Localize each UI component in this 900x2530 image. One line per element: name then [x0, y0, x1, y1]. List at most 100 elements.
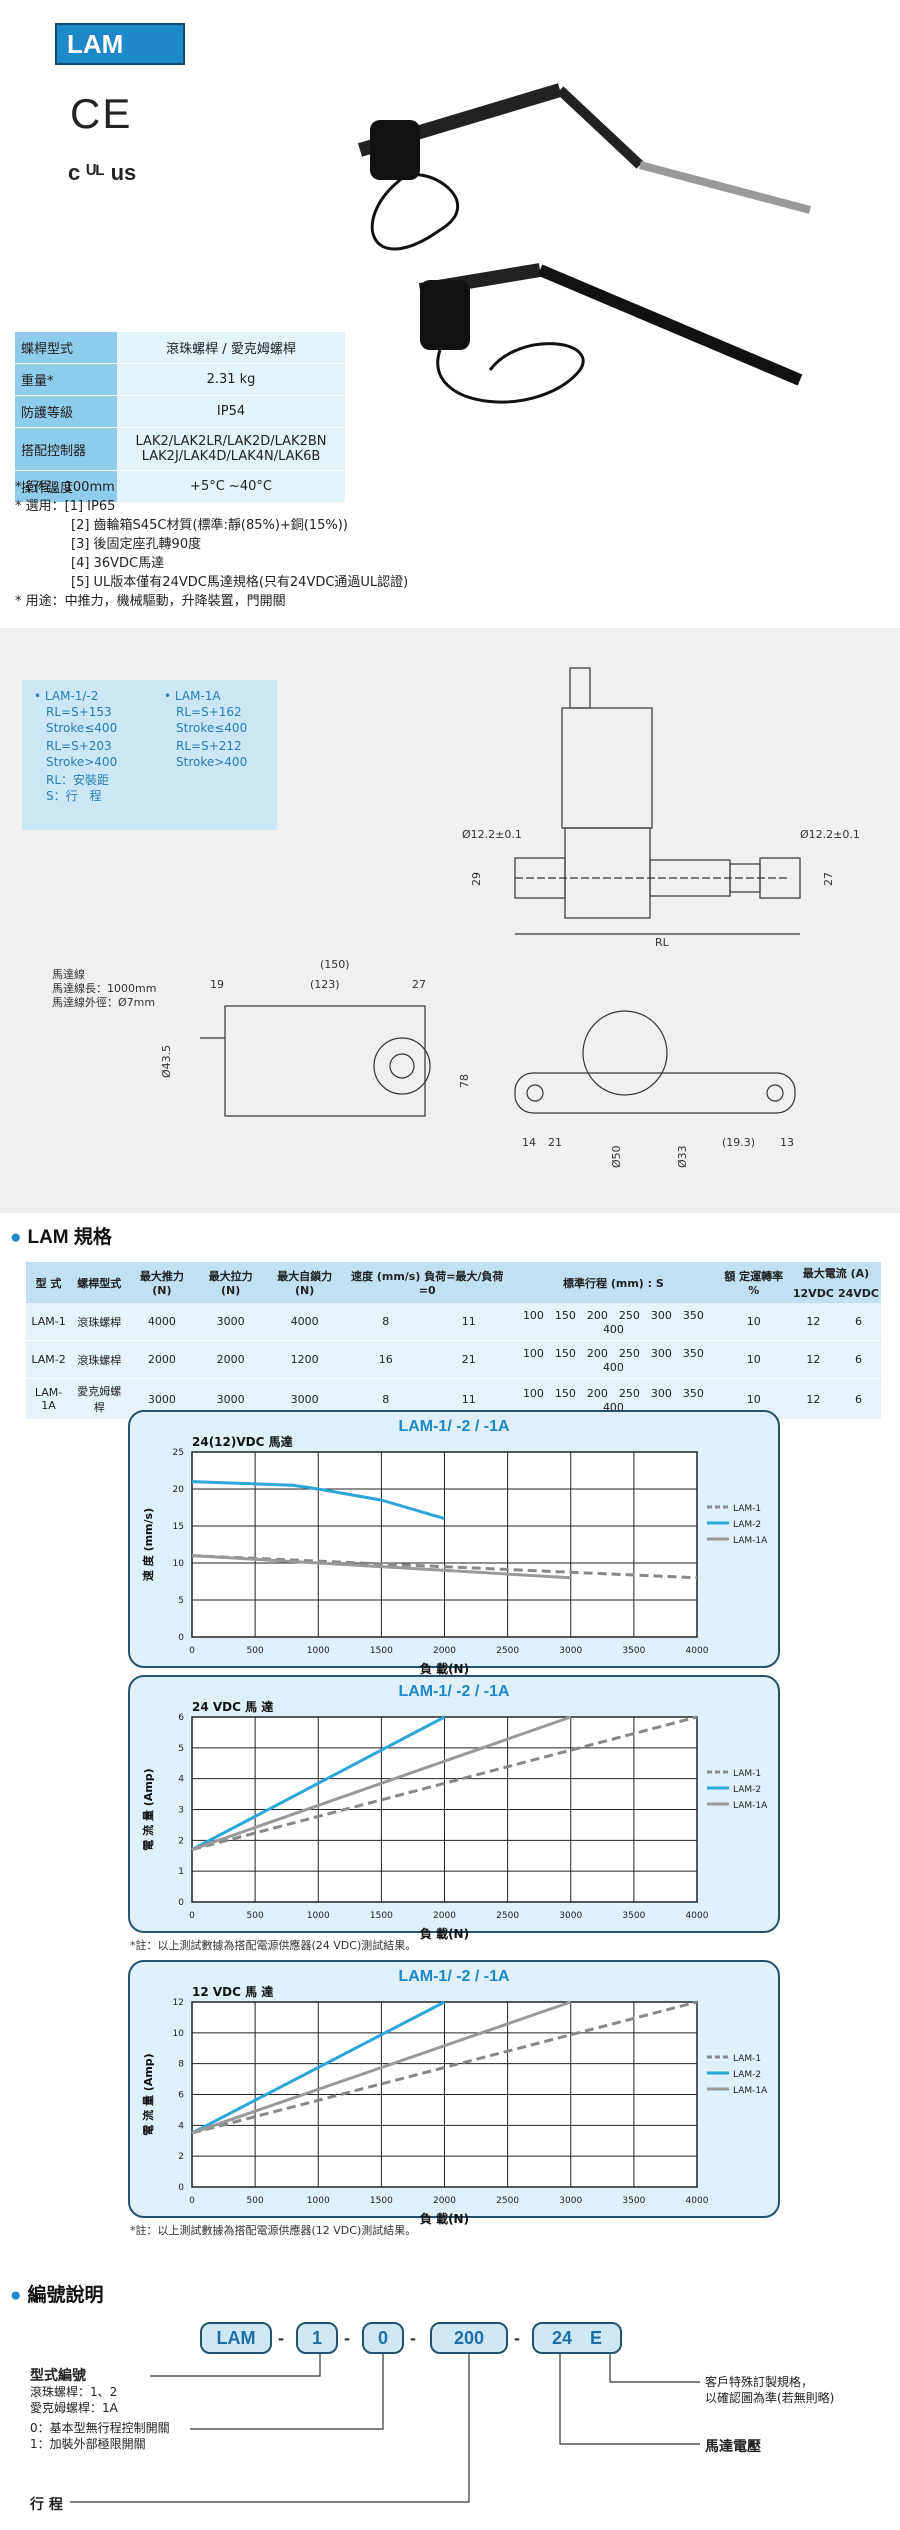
chart-footnote: *註：以上測試數據為搭配電源供應器(12 VDC)測試結果。: [130, 2224, 417, 2237]
y-tick-label: 2: [178, 2152, 184, 2162]
rl-text: RL：安裝距: [46, 773, 110, 787]
col-header: 螺桿型式: [71, 1262, 128, 1303]
desc-model-title: 型式編號: [30, 2368, 86, 2384]
note-line: * 用途：中推力，機械驅動，升降裝置，門開關: [15, 594, 286, 609]
x-tick-label: 1500: [370, 1646, 393, 1656]
x-tick-label: 2000: [433, 1911, 456, 1921]
cell-speed: 16: [344, 1340, 428, 1379]
rl-text: S：行 程: [46, 789, 102, 803]
chart-title: LAM-1/ -2 / -1A: [398, 1968, 510, 1985]
cell-model: LAM-2: [26, 1340, 72, 1379]
chart-footnote: *註：以上測試數據為搭配電源供應器(24 VDC)測試結果。: [130, 1939, 417, 1952]
col-header: 額 定運轉率 %: [716, 1262, 791, 1303]
dim-21: 21: [548, 1136, 562, 1149]
spec-label: 操作溫度: [15, 470, 117, 503]
legend-label: LAM-2: [733, 1520, 761, 1530]
x-tick-label: 0: [189, 1911, 195, 1921]
x-tick-label: 500: [247, 2196, 264, 2206]
spec-label: 蝶桿型式: [15, 332, 117, 364]
desc-custom-line: 以確認圖為準(若無則略): [705, 2391, 835, 2405]
series-line-lam-2: [191, 1715, 446, 1851]
desc-stroke: 行 程: [30, 2497, 63, 2513]
dim-rl: RL: [655, 936, 670, 949]
code-dash: -: [514, 2328, 520, 2348]
desc-switch-line: 0：基本型無行程控制開關: [30, 2421, 170, 2435]
spec-label: 重量*: [15, 363, 117, 396]
cell-current: 12: [790, 1378, 836, 1420]
x-tick-label: 3000: [559, 1646, 582, 1656]
lam-spec-table: 型 式 螺桿型式 最大推力 (N) 最大拉力 (N) 最大自鎖力 (N) 速度 …: [26, 1262, 881, 1420]
x-tick-label: 1500: [370, 2196, 393, 2206]
desc-model-line: 愛克姆螺桿：1A: [30, 2401, 118, 2415]
legend-label: LAM-1A: [733, 1801, 768, 1811]
y-tick-label: 5: [178, 1596, 184, 1606]
desc-switch-line: 1：加裝外部極限開關: [30, 2437, 146, 2451]
col-header: 型 式: [26, 1262, 72, 1303]
cell-speed: 21: [427, 1340, 511, 1379]
y-tick-label: 6: [178, 1713, 184, 1723]
y-axis-label: 速 度 (mm/s): [141, 1508, 155, 1581]
spec-value: LAK2/LAK2LR/LAK2D/LAK2BN LAK2J/LAK4D/LAK…: [117, 427, 345, 471]
chart-subtitle: 24 VDC 馬 達: [192, 1699, 273, 1714]
code-dash: -: [410, 2328, 416, 2348]
y-tick-label: 25: [173, 1448, 184, 1458]
legend-label: LAM-2: [733, 1785, 761, 1795]
desc-model: 型式編號 滾珠螺桿：1、2 愛克姆螺桿：1A: [30, 2368, 118, 2416]
legend-label: LAM-2: [733, 2070, 761, 2080]
x-tick-label: 1000: [307, 1646, 330, 1656]
legend-label: LAM-1A: [733, 2086, 768, 2096]
x-tick-label: 3500: [622, 1646, 645, 1656]
dim-27b: 27: [412, 978, 426, 991]
spec-value: 滾珠螺桿 / 愛克姆螺桿: [117, 332, 345, 364]
y-tick-label: 15: [173, 1522, 184, 1532]
x-tick-label: 3000: [559, 1911, 582, 1921]
dim-50: Ø50: [610, 1145, 623, 1168]
y-tick-label: 0: [178, 1633, 184, 1643]
note-line: * 行程：100mm: [15, 480, 115, 495]
code-section-title: 編號說明: [27, 2285, 104, 2306]
technical-drawing: Ø12.2±0.1 Ø12.2±0.1 29 27 RL 馬達線 馬達線長：10…: [52, 667, 860, 1168]
rl-text: Stroke>400: [46, 755, 118, 769]
table-header-row: 型 式 螺桿型式 最大推力 (N) 最大拉力 (N) 最大自鎖力 (N) 速度 …: [26, 1262, 881, 1303]
spec-label: 搭配控制器: [15, 427, 117, 471]
code-section-heading: ●編號說明: [10, 2285, 104, 2306]
cell-duty: 10: [716, 1303, 791, 1341]
y-tick-label: 8: [178, 2060, 184, 2070]
x-tick-label: 2500: [496, 1646, 519, 1656]
note-line: [2] 齒輪箱S45C材質(標準:靜(85%)+銅(15%)): [71, 518, 348, 533]
y-tick-label: 20: [173, 1485, 185, 1495]
x-axis-label: 負 載(N): [420, 1926, 469, 1941]
x-tick-label: 2500: [496, 2196, 519, 2206]
dim-193: (19.3): [722, 1136, 755, 1149]
series-line-lam-1a: [191, 1715, 572, 1851]
table-row: 操作溫度+5°C ~40°C: [15, 470, 345, 503]
x-axis-label: 負 載(N): [420, 2211, 469, 2226]
code-switch: 0: [362, 2322, 404, 2354]
col-header: 最大電流 (A): [790, 1262, 881, 1284]
x-tick-label: 500: [247, 1646, 264, 1656]
product-title: LAM: [55, 23, 185, 65]
y-tick-label: 2: [178, 1836, 184, 1846]
chart-title: LAM-1/ -2 / -1A: [398, 1418, 510, 1435]
code-stroke: 200: [430, 2322, 508, 2354]
cell-stroke: 100 150 200 250 300 350 400: [510, 1340, 717, 1379]
dim-dia-left: Ø12.2±0.1: [462, 828, 522, 841]
y-tick-label: 4: [178, 2121, 184, 2131]
spec-value: +5°C ~40°C: [117, 470, 345, 503]
note-line: [5] UL版本僅有24VDC馬達規格(只有24VDC通過UL認證): [71, 575, 409, 590]
x-tick-label: 4000: [686, 2196, 709, 2206]
desc-model-line: 滾珠螺桿：1、2: [30, 2385, 118, 2399]
desc-voltage: 馬達電壓: [705, 2439, 761, 2455]
ce-mark: CE: [70, 90, 133, 137]
y-tick-label: 6: [178, 2091, 184, 2101]
cell-lock: 1200: [265, 1340, 345, 1379]
chart-subtitle: 12 VDC 馬 達: [192, 1984, 273, 1999]
legend-label: LAM-1: [733, 1769, 761, 1779]
rl-text: RL=S+203: [46, 739, 112, 753]
code-dash: -: [344, 2328, 350, 2348]
